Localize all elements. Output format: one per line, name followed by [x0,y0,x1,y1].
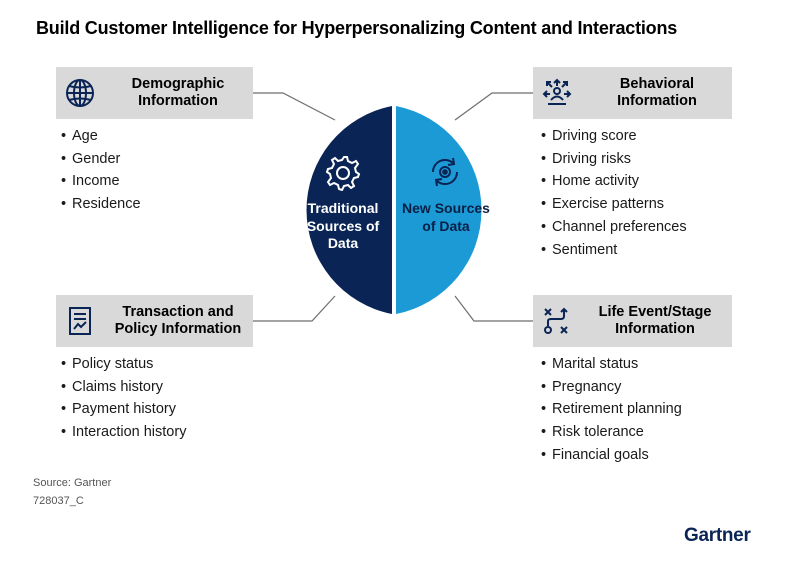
list-item: •Gender [61,150,121,167]
life-event-list: •Marital status •Pregnancy •Retirement pla… [541,353,682,467]
gartner-logo: Gartner [684,525,751,546]
transaction-box: Transaction and Policy Information [56,295,253,347]
list-item: •Driving score [541,128,637,144]
life-event-box: Life Event/Stage Information [533,295,732,347]
behavioral-box: Behavioral Information [533,67,732,119]
list-item: •Claims history [61,378,164,395]
cycle-gear-icon [426,153,464,191]
transaction-list: •Policy status •Claims history •Payment hi… [61,353,186,444]
list-item: •Marital status [541,356,639,372]
list-item: •Retirement planning [541,401,682,418]
behavioral-label: Behavioral Information [617,76,697,109]
list-item: •Sentiment [541,241,618,258]
list-item: •Interaction history [61,424,187,441]
list-item: •Risk tolerance [541,424,644,441]
globe-icon [64,77,96,109]
life-event-label: Life Event/Stage Information [598,304,712,337]
list-item: •Exercise patterns [541,196,665,213]
demographic-label: Demographic Information [131,76,225,109]
transaction-label: Transaction and Policy Information [114,304,242,337]
list-item: •Policy status [61,356,154,372]
demographic-box: Demographic Information [56,67,253,119]
connector-demographic [253,92,336,121]
document-chart-icon [64,305,96,337]
new-half [396,106,482,314]
list-item: •Age [61,128,98,144]
list-item: •Payment history [61,401,176,418]
traditional-half [306,106,392,314]
list-item: •Driving risks [541,150,631,167]
list-item: •Residence [61,196,141,213]
list-item: •Channel preferences [541,218,687,235]
list-item: •Income [61,173,120,190]
list-item: •Financial goals [541,446,649,463]
connector-behavioral [454,92,533,121]
connector-transaction [253,295,336,322]
gear-icon [325,153,363,192]
strategy-path-icon [541,305,573,337]
data-sources-circle [306,106,482,314]
list-item: •Home activity [541,173,640,190]
behavioral-list: •Driving score •Driving risks •Home activi… [541,125,687,261]
new-sources-label: New Sources of Data [402,200,490,234]
figure-code: 728037_C [33,495,84,507]
list-item: •Pregnancy [541,378,622,395]
source-note: Source: Gartner [33,477,112,489]
demographic-list: •Age •Gender •Income •Residence [61,125,141,216]
traditional-sources-label: Traditional Sources of Data [306,200,380,251]
person-arrows-icon [541,77,573,109]
connector-life-event [454,295,533,322]
page-title: Build Customer Intelligence for Hyperper… [36,18,678,38]
